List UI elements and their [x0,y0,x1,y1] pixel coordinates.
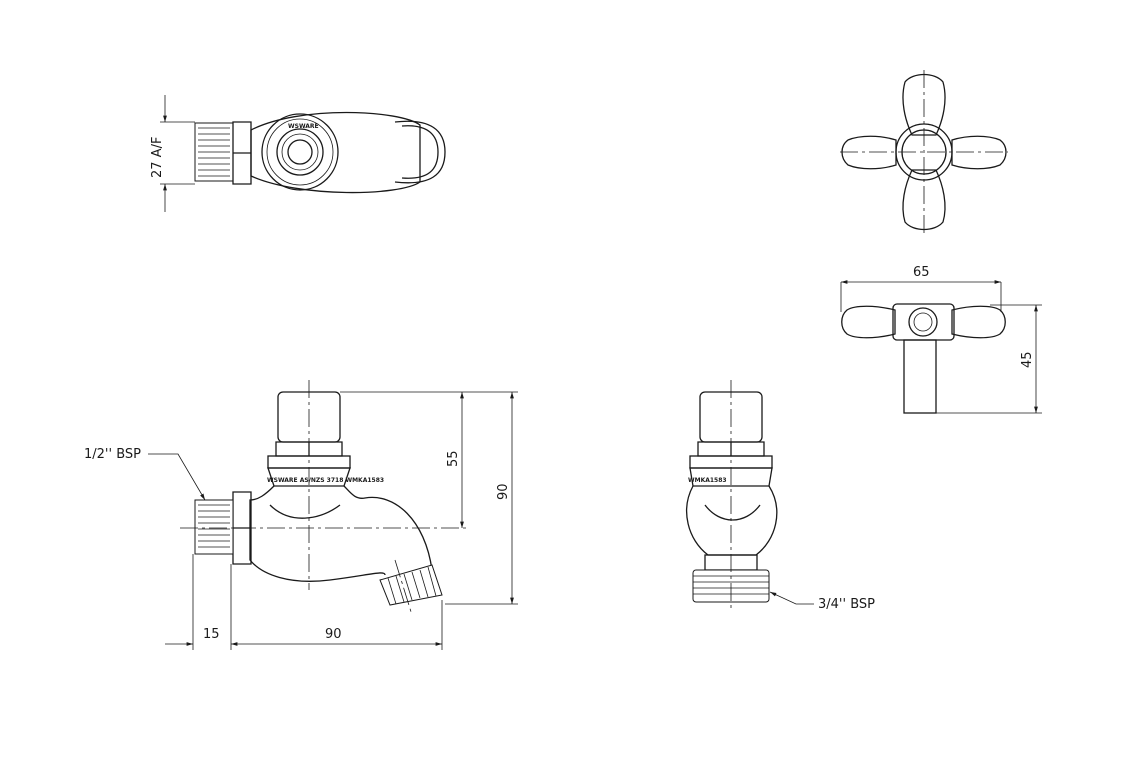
callout-half-inch-bsp: 1/2'' BSP [84,447,141,462]
handle-top-view [840,70,1008,235]
side-marking: WMKA1583 [688,477,727,484]
handle-side-view: 65 45 [840,265,1042,414]
side-elevation: WMKA1583 3/4'' BSP [686,380,875,612]
top-view-marking: WSWARE [288,123,319,130]
dim-55: 55 [446,450,461,467]
dim-90-length: 90 [325,627,342,642]
dim-90-height: 90 [496,483,511,500]
dim-65: 65 [913,265,930,280]
dim-27af: 27 A/F [150,137,165,178]
front-marking: WSWARE AS/NZS 3718 WMKA1583 [267,477,384,484]
dim-45: 45 [1020,351,1035,368]
dim-15: 15 [203,627,220,642]
front-elevation: WSWARE AS/NZS 3718 WMKA1583 55 90 [84,380,518,650]
callout-three-quarter-inch-bsp: 3/4'' BSP [818,597,875,612]
top-view: WSWARE 27 A/F [150,95,446,212]
